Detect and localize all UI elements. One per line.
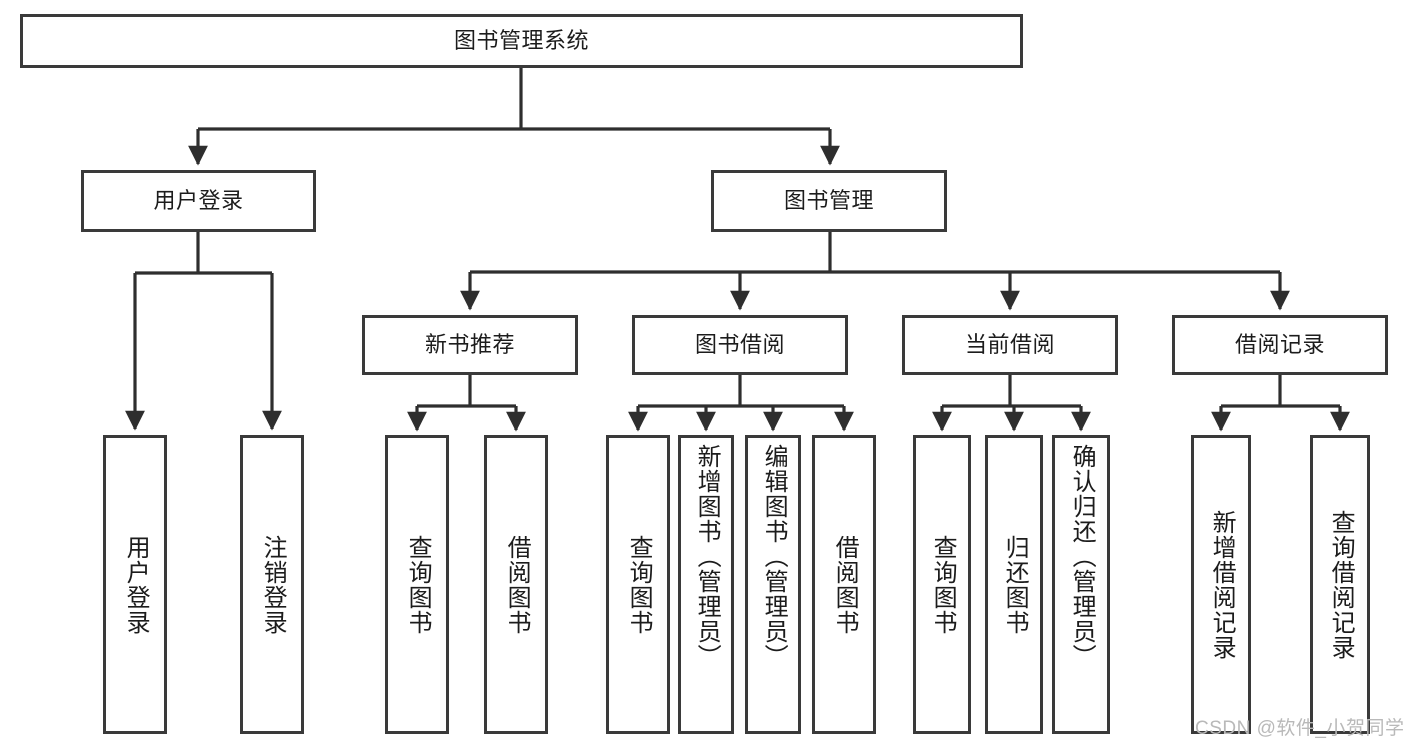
node-label: 归还图书: [1001, 534, 1029, 635]
node-label: 借阅图书: [831, 534, 859, 635]
node-leaf-borrow-book[interactable]: 借阅图书: [812, 435, 876, 734]
node-label: 新增图书（管理员）: [693, 444, 721, 669]
node-leaf-query-book-borrow[interactable]: 查询图书: [606, 435, 670, 734]
node-label: 查询借阅记录: [1327, 509, 1355, 660]
node-label: 图书借阅: [694, 332, 785, 358]
node-leaf-borrow-book-rec[interactable]: 借阅图书: [484, 435, 548, 734]
node-book-borrowing[interactable]: 图书借阅: [632, 315, 848, 375]
node-leaf-query-book-rec[interactable]: 查询图书: [385, 435, 449, 734]
node-leaf-query-borrow-record[interactable]: 查询借阅记录: [1310, 435, 1370, 734]
node-label: 注销登录: [259, 534, 287, 635]
node-leaf-add-borrow-record[interactable]: 新增借阅记录: [1191, 435, 1251, 734]
node-label: 查询图书: [625, 534, 653, 635]
node-book-management[interactable]: 图书管理: [711, 170, 947, 232]
node-leaf-confirm-return-admin[interactable]: 确认归还（管理员）: [1052, 435, 1110, 734]
node-label: 用户登录: [153, 188, 244, 214]
node-label: 图书管理: [783, 188, 874, 214]
node-user-login[interactable]: 用户登录: [81, 170, 316, 232]
node-label: 当前借阅: [964, 332, 1055, 358]
node-leaf-user-login[interactable]: 用户登录: [103, 435, 167, 734]
node-leaf-user-logout[interactable]: 注销登录: [240, 435, 304, 734]
node-label: 查询图书: [404, 534, 432, 635]
node-leaf-add-book-admin[interactable]: 新增图书（管理员）: [678, 435, 734, 734]
node-label: 借阅记录: [1234, 332, 1325, 358]
node-label: 借阅图书: [503, 534, 531, 635]
node-label: 编辑图书（管理员）: [760, 444, 788, 669]
node-label: 新书推荐: [424, 332, 515, 358]
node-leaf-query-book-current[interactable]: 查询图书: [913, 435, 971, 734]
node-borrowing-records[interactable]: 借阅记录: [1172, 315, 1388, 375]
node-label: 用户登录: [122, 534, 150, 635]
node-current-borrowing[interactable]: 当前借阅: [902, 315, 1118, 375]
node-label: 新增借阅记录: [1208, 509, 1236, 660]
node-label: 查询图书: [929, 534, 957, 635]
node-new-book-recommendation[interactable]: 新书推荐: [362, 315, 578, 375]
node-label: 确认归还（管理员）: [1068, 444, 1096, 669]
node-leaf-return-book[interactable]: 归还图书: [985, 435, 1043, 734]
node-label: 图书管理系统: [453, 28, 589, 54]
node-root-system[interactable]: 图书管理系统: [20, 14, 1023, 68]
node-leaf-edit-book-admin[interactable]: 编辑图书（管理员）: [745, 435, 801, 734]
watermark: CSDN @软件_小贺同学: [1195, 718, 1405, 739]
